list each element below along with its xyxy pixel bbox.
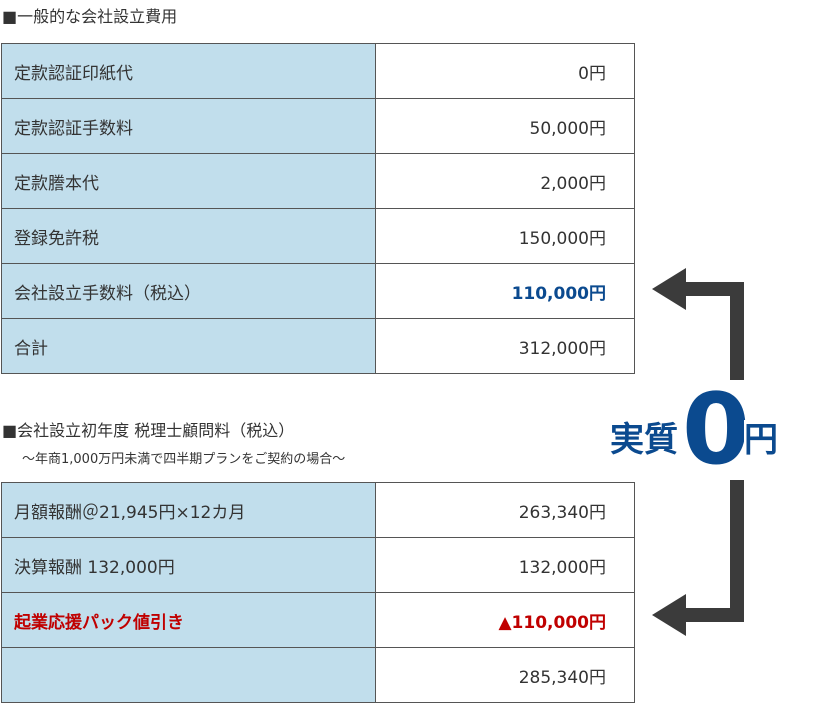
table-row-setup-fee: 会社設立手数料（税込） 110,000円 (1, 263, 635, 319)
table-row: 定款認証手数料 50,000円 (1, 98, 635, 154)
callout-word: 実質 (610, 420, 678, 460)
table-row-discount: 起業応援パック値引き ▲110,000円 (1, 592, 635, 648)
row-value: 263,340円 (375, 482, 635, 538)
row-label: 決算報酬 132,000円 (1, 537, 376, 593)
effectively-zero-yen-callout: 実質 0 円 (610, 380, 790, 480)
row-label: 会社設立手数料（税込） (1, 263, 376, 319)
general-costs-table: 定款認証印紙代 0円 定款認証手数料 50,000円 定款謄本代 2,000円 … (1, 43, 635, 374)
row-value: 50,000円 (375, 98, 635, 154)
discount-value: ▲110,000円 (375, 592, 635, 648)
table-row: 決算報酬 132,000円 132,000円 (1, 537, 635, 593)
row-label: 定款認証手数料 (1, 98, 376, 154)
table-row-total: 285,340円 (1, 647, 635, 703)
row-label: 合計 (1, 318, 376, 374)
callout-yen: 円 (744, 420, 778, 460)
total-value: 285,340円 (375, 647, 635, 703)
row-value: 150,000円 (375, 208, 635, 264)
row-label (1, 647, 376, 703)
row-value: 132,000円 (375, 537, 635, 593)
row-label: 登録免許税 (1, 208, 376, 264)
row-label: 定款認証印紙代 (1, 43, 376, 99)
section-subtitle: ～年商1,000万円未満で四半期プランをご契約の場合～ (22, 452, 346, 467)
tax-advisor-fees-table: 月額報酬＠21,945円×12カ月 263,340円 決算報酬 132,000円… (1, 482, 635, 703)
discount-label: 起業応援パック値引き (1, 592, 376, 648)
section-title-general-costs: ■一般的な会社設立費用 (2, 7, 178, 26)
row-value: 0円 (375, 43, 635, 99)
row-label: 月額報酬＠21,945円×12カ月 (1, 482, 376, 538)
row-label: 定款謄本代 (1, 153, 376, 209)
table-row: 登録免許税 150,000円 (1, 208, 635, 264)
callout-zero: 0 (680, 373, 753, 487)
setup-fee-value: 110,000円 (375, 263, 635, 319)
section-title-tax-advisor-fees: ■会社設立初年度 税理士顧問料（税込） (2, 421, 295, 440)
table-row: 月額報酬＠21,945円×12カ月 263,340円 (1, 482, 635, 538)
total-value: 312,000円 (375, 318, 635, 374)
table-row: 定款認証印紙代 0円 (1, 43, 635, 99)
table-row-total: 合計 312,000円 (1, 318, 635, 374)
